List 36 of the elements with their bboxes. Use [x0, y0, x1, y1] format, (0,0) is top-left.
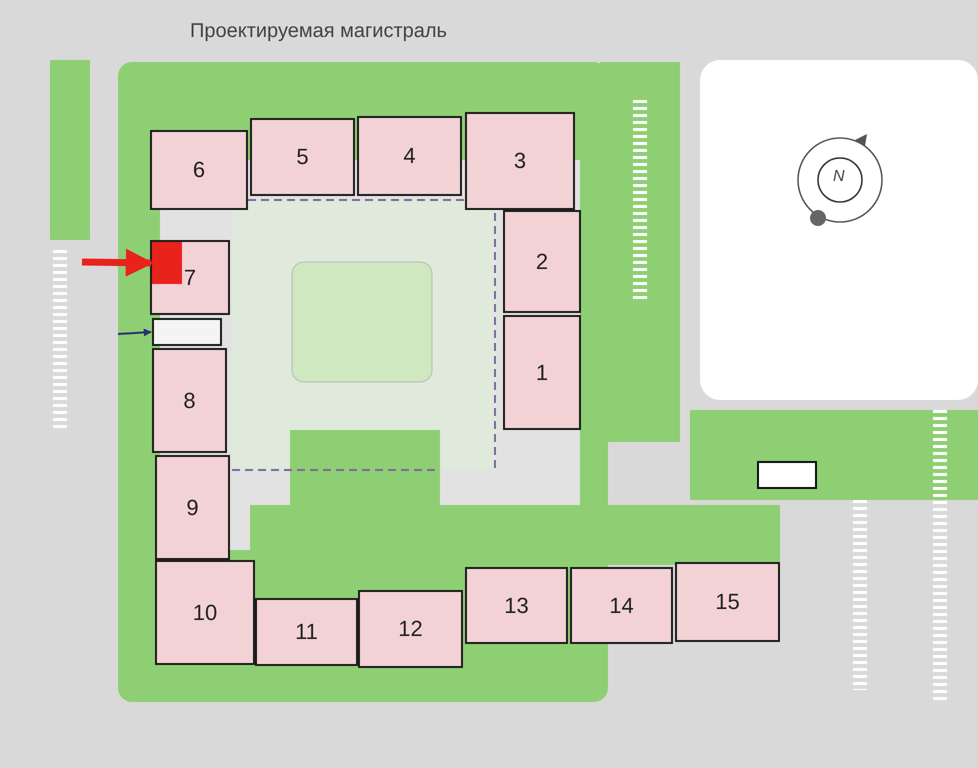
passage-box [152, 318, 222, 346]
section-number: 11 [295, 619, 318, 645]
building-section [570, 567, 673, 644]
section-number: 12 [398, 616, 423, 642]
building-section [465, 112, 575, 210]
building-section [358, 590, 463, 668]
street-name: Проектируемая магистраль [190, 20, 447, 43]
section-number: 8 [183, 388, 196, 414]
section-number: 9 [186, 494, 199, 520]
building-section [250, 118, 355, 196]
building-section [155, 560, 255, 665]
section-number: 1 [536, 360, 548, 386]
section-number: 15 [715, 589, 740, 615]
building-section [503, 315, 581, 430]
compass-letter: N [833, 168, 845, 186]
section-number: 10 [192, 600, 218, 626]
building-section [357, 116, 462, 196]
arrow [82, 248, 154, 277]
building-section [255, 598, 358, 666]
section-number: 3 [514, 148, 526, 174]
building-section [150, 240, 230, 315]
section-number: 5 [296, 144, 309, 170]
arrow [118, 328, 152, 336]
building-section [503, 210, 581, 313]
building-section [155, 455, 230, 560]
section-number: 13 [504, 592, 529, 618]
building-section [150, 130, 248, 210]
section-number: 14 [609, 592, 634, 618]
section-number: 6 [192, 157, 206, 183]
building-section [152, 348, 227, 453]
section-number: 7 [184, 264, 196, 290]
building-section [675, 562, 780, 642]
building-section [465, 567, 568, 644]
section-number: 2 [536, 248, 548, 274]
section-number: 4 [403, 143, 416, 169]
marked-area [152, 242, 182, 284]
